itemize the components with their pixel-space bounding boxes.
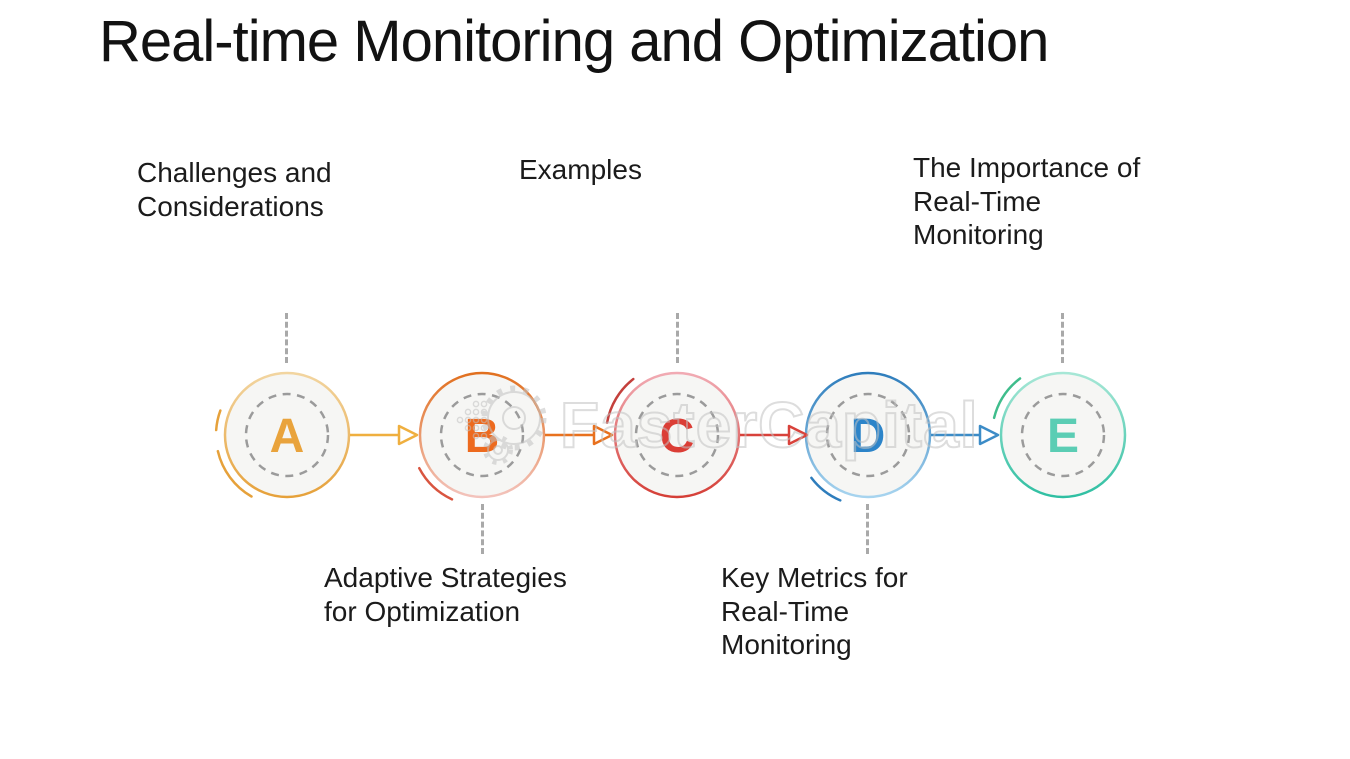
connector-node-d <box>866 504 869 554</box>
inner-dashed-ring <box>244 392 330 478</box>
step-circle-a: A <box>214 362 360 508</box>
label-key-metrics: Key Metrics for Real-Time Monitoring <box>721 562 908 661</box>
arrow-a-to-b <box>350 424 419 446</box>
arrowhead-icon <box>787 424 809 446</box>
node-ring <box>223 371 351 499</box>
step-node-a: A <box>202 350 372 520</box>
step-circle-d: D <box>795 362 941 508</box>
step-letter-c: C <box>660 410 695 463</box>
accent-arc <box>214 362 360 508</box>
step-circle-e: E <box>990 362 1136 508</box>
step-node-e: E <box>978 350 1148 520</box>
label-importance-realtime-monitoring: The Importance of Real-Time Monitoring <box>913 152 1141 251</box>
node-ring <box>999 371 1127 499</box>
arrow-d-to-e <box>931 424 1000 446</box>
accent-arc <box>604 362 750 508</box>
accent-arc <box>795 362 941 508</box>
arrow-b-to-c <box>545 424 614 446</box>
label-examples: Examples <box>519 154 642 185</box>
node-ring <box>613 371 741 499</box>
inner-dashed-ring <box>634 392 720 478</box>
label-challenges-considerations: Challenges and Considerations <box>137 157 332 222</box>
connector-node-e <box>1061 313 1064 363</box>
arrowhead-icon <box>592 424 614 446</box>
arrowhead-icon <box>397 424 419 446</box>
inner-dashed-ring <box>825 392 911 478</box>
step-node-b: B <box>397 350 567 520</box>
connector-node-a <box>285 313 288 363</box>
arrow-c-to-d <box>740 424 809 446</box>
inner-dashed-ring <box>1020 392 1106 478</box>
step-circle-c: C <box>604 362 750 508</box>
page-title: Real-time Monitoring and Optimization <box>99 9 1049 74</box>
accent-arc <box>409 362 555 508</box>
step-letter-e: E <box>1047 410 1079 463</box>
accent-arc <box>990 362 1136 508</box>
step-circle-b: B <box>409 362 555 508</box>
connector-node-c <box>676 313 679 363</box>
step-node-d: D <box>783 350 953 520</box>
label-adaptive-strategies: Adaptive Strategies for Optimization <box>324 562 567 627</box>
accent-arc <box>214 362 360 508</box>
step-node-c: C <box>592 350 762 520</box>
arrowhead-icon <box>978 424 1000 446</box>
step-letter-b: B <box>465 410 500 463</box>
step-letter-a: A <box>270 410 305 463</box>
connector-node-b <box>481 504 484 554</box>
step-letter-d: D <box>851 410 886 463</box>
